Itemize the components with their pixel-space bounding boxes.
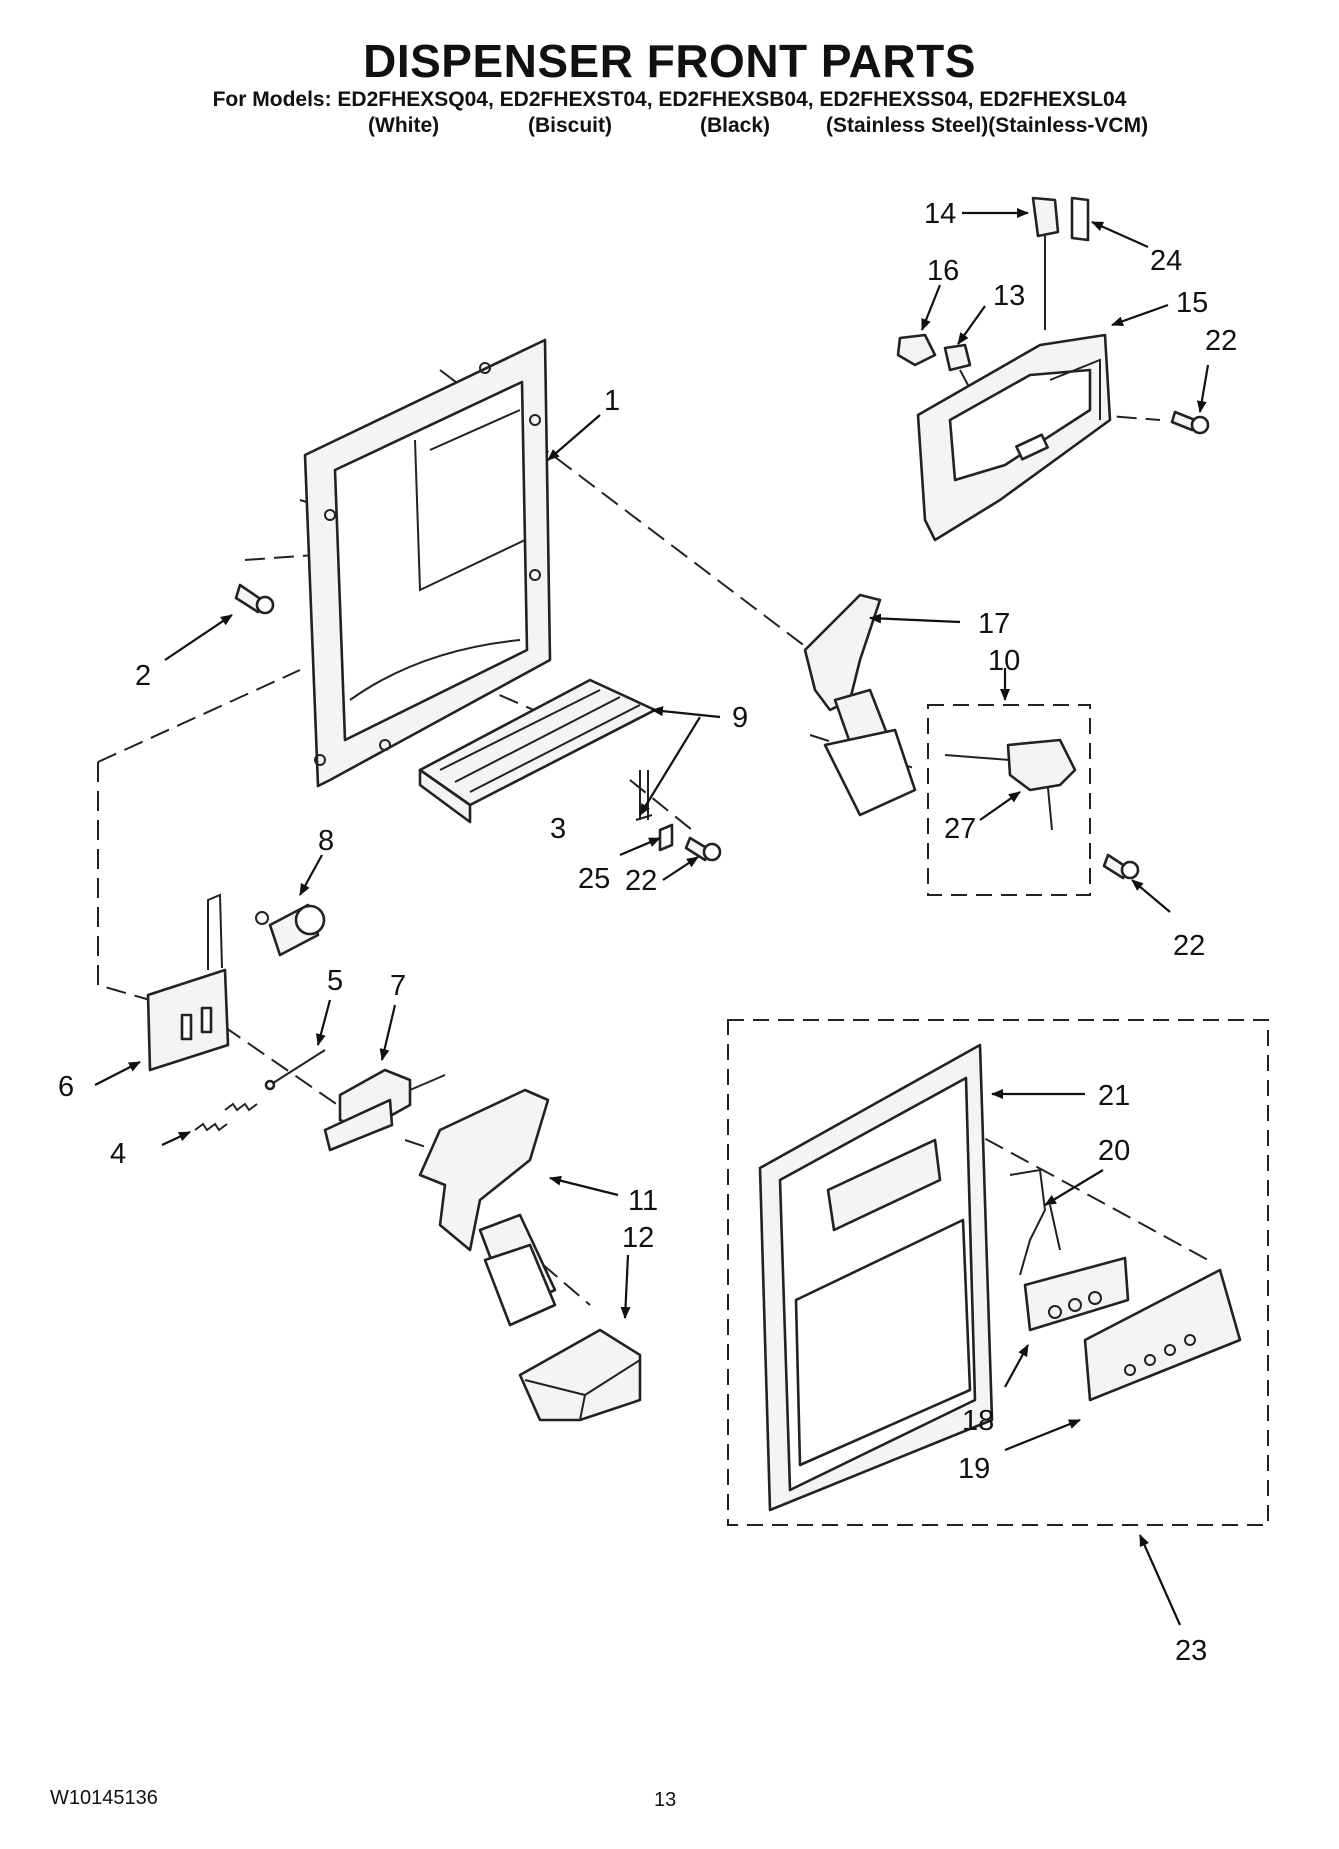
callout-23: 23	[1175, 1635, 1207, 1667]
switch-housing-6	[146, 893, 230, 1072]
callout-10: 10	[988, 645, 1020, 677]
model-list: For Models: ED2FHEXSQ04, ED2FHEXST04, ED…	[212, 88, 1127, 111]
callout-1: 1	[604, 385, 620, 417]
assembly-lines	[97, 369, 1209, 1306]
callout-15: 15	[1176, 287, 1208, 319]
callout-8: 8	[318, 825, 334, 857]
page-title: DISPENSER FRONT PARTS	[363, 35, 976, 87]
callout-12: 12	[622, 1222, 654, 1254]
callout-22-b: 22	[625, 865, 657, 897]
leader-arrows	[94, 208, 1210, 1626]
callout-16: 16	[927, 255, 959, 287]
chute-12	[518, 1328, 642, 1422]
page-number: 13	[654, 1789, 677, 1811]
spring-clip-3	[635, 770, 653, 821]
control-panel-19	[1083, 1268, 1242, 1402]
group-box-10	[927, 704, 1091, 896]
switch-14	[1031, 196, 1060, 330]
dispenser-housing	[303, 338, 552, 788]
callout-9: 9	[732, 702, 748, 734]
color-biscuit: (Biscuit)	[528, 114, 612, 137]
screw-2	[234, 583, 275, 615]
callout-7: 7	[390, 970, 406, 1002]
screw-22-center	[684, 836, 722, 862]
document-number: W10145136	[50, 1787, 158, 1809]
color-black: (Black)	[700, 114, 771, 137]
color-stainless: (Stainless Steel)(Stainless-VCM)	[826, 114, 1149, 137]
socket-13	[943, 343, 972, 386]
pin-5	[269, 1049, 326, 1086]
callout-19: 19	[958, 1453, 990, 1485]
lever-27	[944, 738, 1077, 831]
control-board-18	[1023, 1256, 1130, 1332]
bulb-16	[896, 333, 937, 367]
group-box-23	[727, 1019, 1269, 1526]
callout-21: 21	[1098, 1080, 1130, 1112]
solenoid-8	[255, 903, 326, 957]
front-panel-21	[758, 1043, 994, 1512]
callout-6: 6	[58, 1071, 74, 1103]
callout-5: 5	[327, 965, 343, 997]
bracket-24	[1070, 196, 1090, 242]
callout-13: 13	[993, 280, 1025, 312]
callout-labels: 1 2 3 4 5 6 7 8 9 10 11 12 13 14 15 16 1…	[58, 198, 1237, 1667]
wire-harness-20	[1009, 1168, 1061, 1276]
upper-cover-15	[916, 333, 1112, 542]
screw-22-top-right	[1170, 410, 1210, 435]
callout-11: 11	[628, 1185, 658, 1217]
callout-27: 27	[944, 813, 976, 845]
screw-22-right	[1102, 853, 1140, 880]
actuator-7	[323, 1068, 446, 1152]
callout-25: 25	[578, 863, 610, 895]
springs-4	[194, 1102, 258, 1132]
callout-18: 18	[962, 1405, 994, 1437]
callout-22-a: 22	[1205, 325, 1237, 357]
callout-22-c: 22	[1173, 930, 1205, 962]
callout-17: 17	[978, 608, 1010, 640]
bracket-25	[658, 823, 674, 852]
color-white: (White)	[368, 114, 440, 137]
callout-14: 14	[924, 198, 956, 230]
callout-4: 4	[110, 1138, 126, 1170]
callout-20: 20	[1098, 1135, 1130, 1167]
callout-3: 3	[550, 813, 566, 845]
callout-2: 2	[135, 660, 151, 692]
ice-paddle-11	[418, 1088, 557, 1327]
callout-24: 24	[1150, 245, 1182, 277]
water-paddle-17	[803, 593, 917, 817]
